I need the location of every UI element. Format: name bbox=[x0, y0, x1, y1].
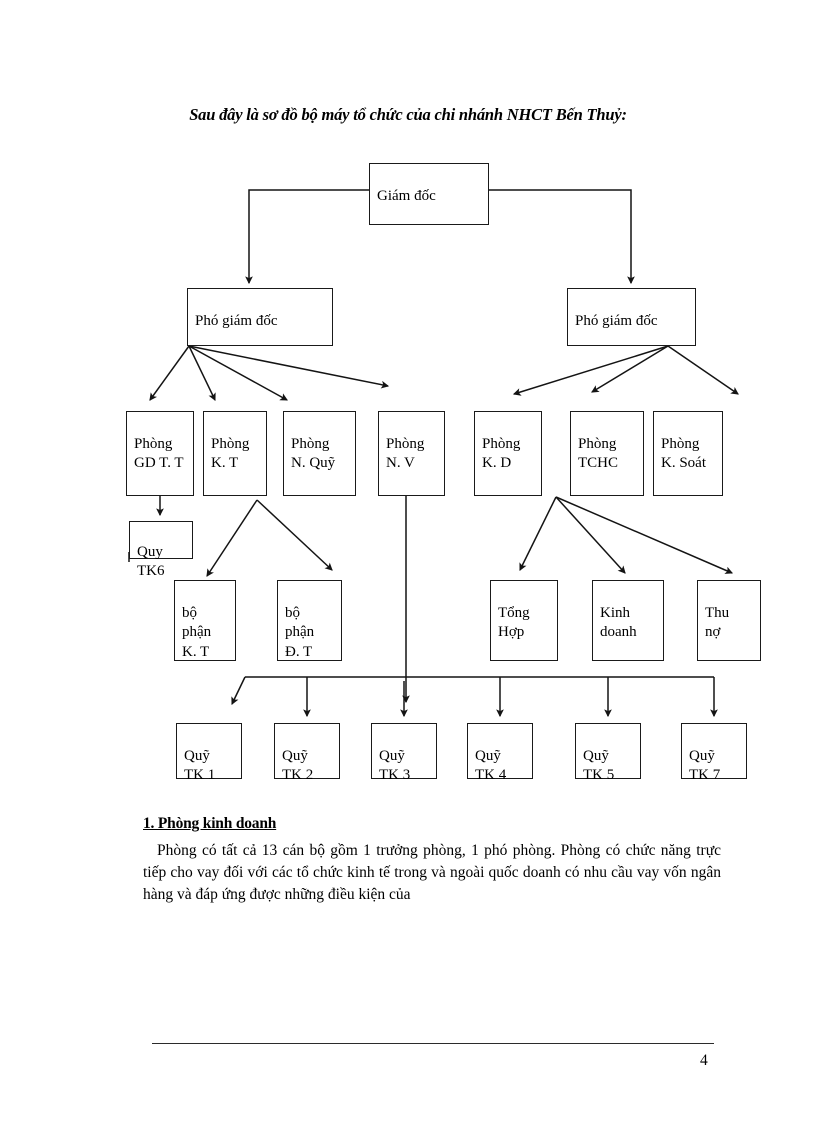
org-node-label: Tổng Hợp bbox=[498, 605, 530, 641]
section-heading: 1. Phòng kinh doanh bbox=[143, 815, 277, 832]
org-node-label: Phòng N. V bbox=[386, 436, 425, 472]
org-node-quy-tk6[interactable]: Quy TK6 bbox=[129, 521, 193, 579]
org-node-quy-tk4[interactable]: Quỹ TK 4 bbox=[467, 723, 533, 783]
org-node-label: Quỹ TK 2 bbox=[282, 748, 314, 784]
org-node-label: Quỹ TK 4 bbox=[475, 748, 507, 784]
org-node-label: Phòng K. T bbox=[211, 436, 250, 472]
org-node-phong-tchc[interactable]: Phòng TCHC bbox=[570, 411, 644, 496]
org-node-label: bộ phận Đ. T bbox=[285, 605, 315, 660]
org-node-label: Phòng N. Quỹ bbox=[291, 436, 336, 472]
org-node-giam-doc[interactable]: Giám đốc bbox=[369, 163, 489, 225]
org-node-label: Giám đốc bbox=[377, 188, 436, 205]
footer-divider bbox=[152, 1043, 714, 1044]
org-node-tong-hop[interactable]: Tổng Hợp bbox=[490, 580, 558, 661]
org-node-label: Phòng GD T. T bbox=[134, 436, 184, 472]
org-node-quy-tk2[interactable]: Quỹ TK 2 bbox=[274, 723, 340, 783]
org-node-kinh-doanh[interactable]: Kinh doanh bbox=[592, 580, 664, 661]
section-paragraph: Phòng có tất cả 13 cán bộ gồm 1 trưởng p… bbox=[143, 842, 721, 903]
org-node-bo-phan-kt[interactable]: bộ phận K. T bbox=[174, 580, 236, 661]
org-node-pho-giam-doc-1[interactable]: Phó giám đốc bbox=[187, 288, 333, 346]
org-node-label: Thu nợ bbox=[705, 605, 730, 641]
page-title: Sau đây là sơ đồ bộ máy tổ chức của chi … bbox=[189, 105, 627, 124]
org-node-label: Quỹ TK 5 bbox=[583, 748, 615, 784]
org-node-quy-tk3[interactable]: Quỹ TK 3 bbox=[371, 723, 437, 783]
org-node-label: Phó giám đốc bbox=[575, 313, 658, 330]
org-node-label: Phó giám đốc bbox=[195, 313, 278, 330]
org-node-label: Kinh doanh bbox=[600, 605, 637, 641]
org-node-phong-gd-tt[interactable]: Phòng GD T. T bbox=[126, 411, 194, 496]
org-node-thu-no[interactable]: Thu nợ bbox=[697, 580, 761, 661]
org-node-bo-phan-dt[interactable]: bộ phận Đ. T bbox=[277, 580, 342, 661]
org-node-label: Quỹ TK 3 bbox=[379, 748, 411, 784]
org-node-label: Quỹ TK 7 bbox=[689, 748, 721, 784]
page-number: 4 bbox=[700, 1052, 708, 1069]
org-node-label: Quy TK6 bbox=[137, 544, 165, 580]
org-node-quy-tk5[interactable]: Quỹ TK 5 bbox=[575, 723, 641, 783]
org-node-label: Phòng K. Soát bbox=[661, 436, 706, 472]
org-node-pho-giam-doc-2[interactable]: Phó giám đốc bbox=[567, 288, 696, 346]
org-node-label: Phòng K. D bbox=[482, 436, 521, 472]
org-node-quy-tk7[interactable]: Quỹ TK 7 bbox=[681, 723, 747, 783]
org-node-label: Quỹ TK 1 bbox=[184, 748, 216, 784]
org-node-phong-kt[interactable]: Phòng K. T bbox=[203, 411, 267, 496]
org-node-label: Phòng TCHC bbox=[578, 436, 619, 472]
org-node-quy-tk1[interactable]: Quỹ TK 1 bbox=[176, 723, 242, 783]
org-node-phong-nquy[interactable]: Phòng N. Quỹ bbox=[283, 411, 356, 496]
org-node-phong-ksoat[interactable]: Phòng K. Soát bbox=[653, 411, 723, 496]
org-node-phong-nv[interactable]: Phòng N. V bbox=[378, 411, 445, 496]
org-node-phong-kd[interactable]: Phòng K. D bbox=[474, 411, 542, 496]
org-node-label: bộ phận K. T bbox=[182, 605, 212, 660]
